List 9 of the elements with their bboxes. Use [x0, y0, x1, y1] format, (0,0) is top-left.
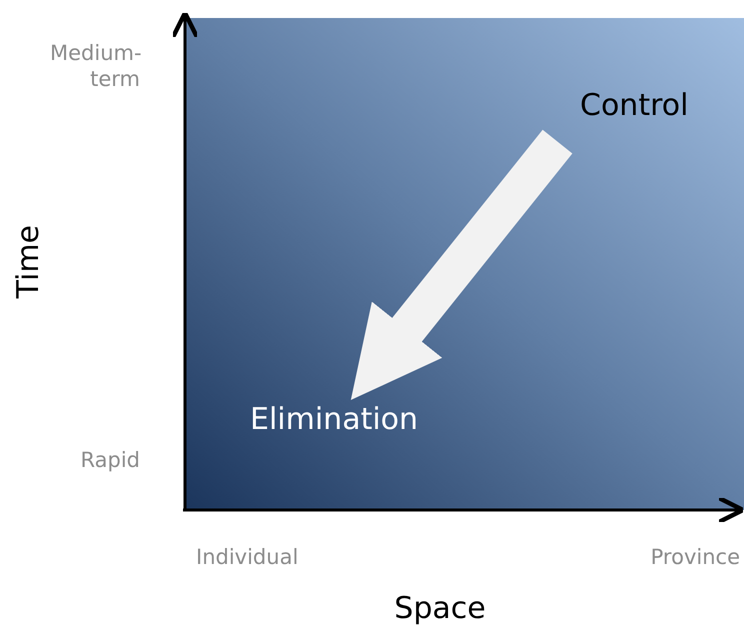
axis-tick-label: Rapid	[80, 447, 140, 474]
block-arrow	[350, 130, 572, 400]
axis-tick-label: Individual	[196, 544, 300, 570]
axis-title: Time	[10, 225, 47, 298]
axis-tick-label: Medium-term	[50, 40, 140, 92]
quadrant-label: Control	[580, 88, 688, 124]
quadrant-label: Elimination	[250, 402, 418, 438]
axis-title: Space	[393, 590, 487, 628]
axis-tick-label: Province	[650, 544, 740, 570]
